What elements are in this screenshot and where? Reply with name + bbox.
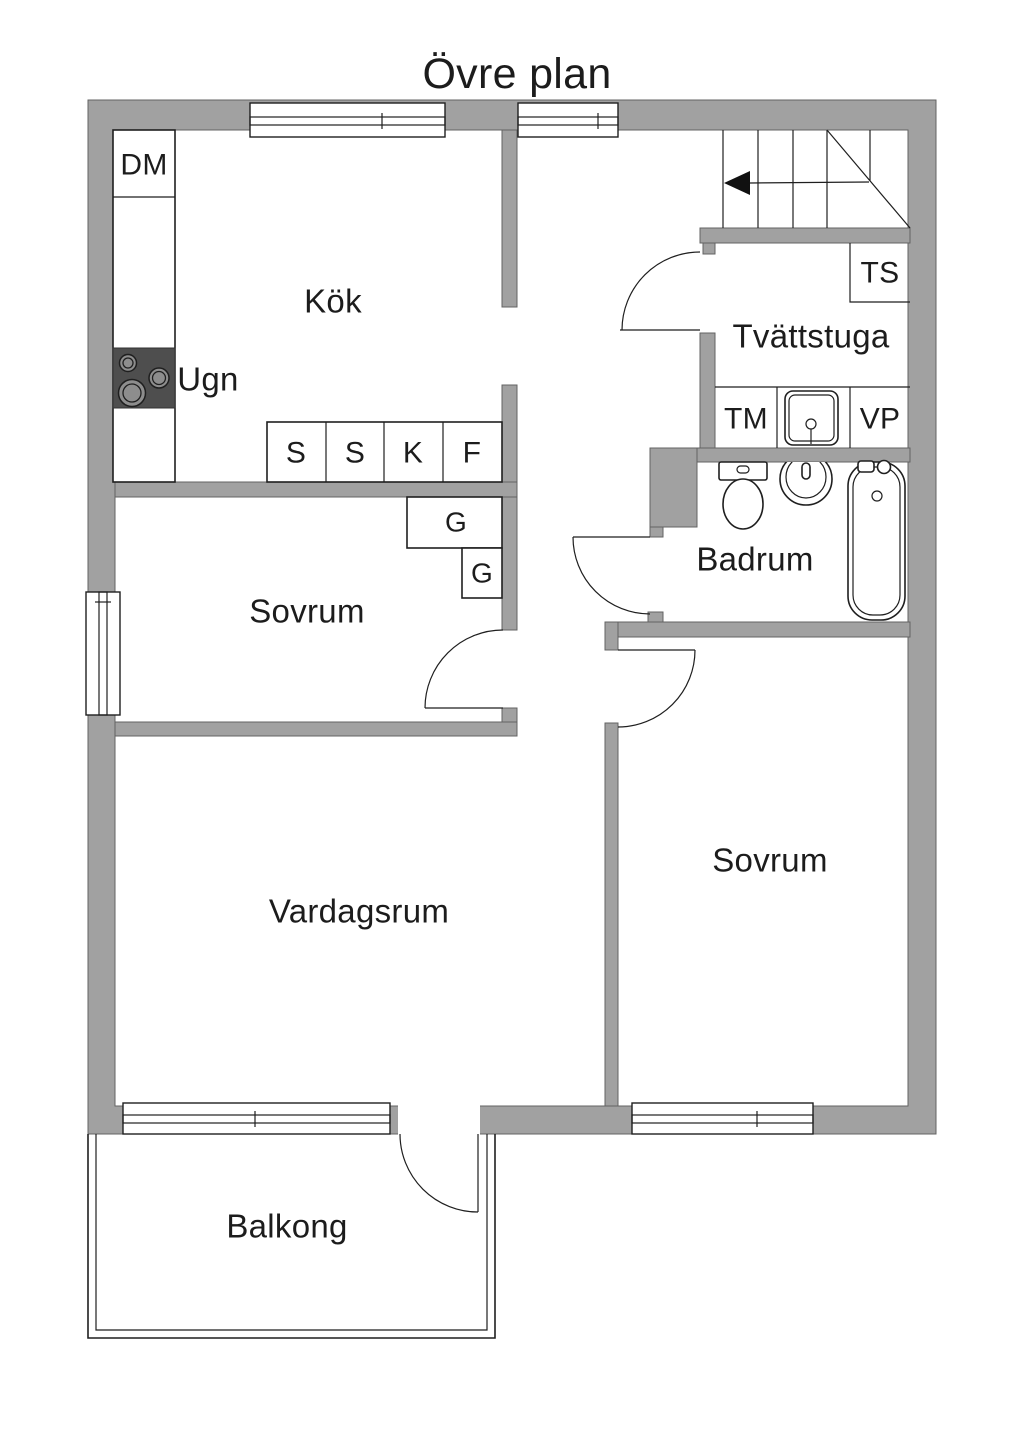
wall-bedroom2-corner	[604, 621, 619, 651]
bathtub	[847, 459, 906, 621]
bedroom2-window	[631, 1102, 814, 1135]
window-glass	[517, 116, 619, 126]
room-label-sovrum-1: Sovrum	[249, 593, 365, 630]
door-swing-arc	[424, 629, 504, 709]
wall-laundry-door-stub	[702, 242, 716, 255]
burner-ring	[122, 383, 142, 403]
bathtub-faucet	[876, 459, 892, 475]
livingroom-window	[122, 1102, 391, 1135]
window-glass	[122, 1114, 391, 1124]
room-label-balkong: Balkong	[226, 1208, 347, 1245]
landing-window	[517, 102, 619, 138]
door-swing-arc	[621, 251, 701, 331]
window-glass	[249, 116, 446, 126]
bathtub-mixer	[857, 460, 875, 473]
wall-bedroom1-right-upper	[501, 496, 518, 631]
bedroom2-door	[617, 649, 696, 728]
label-vp: VP	[860, 403, 901, 436]
label-cabinet-s1: S	[286, 437, 306, 470]
laundry-door	[620, 251, 701, 331]
window-frame	[85, 591, 121, 716]
bathtub-outer	[847, 461, 906, 621]
label-dishwasher: DM	[120, 149, 167, 182]
window-frame	[517, 102, 619, 138]
windows	[85, 102, 814, 1135]
wall-bedroom2-top	[604, 621, 911, 638]
window-glass	[98, 591, 108, 716]
bedroom1-window	[85, 591, 121, 716]
wardrobes	[406, 496, 503, 599]
stair-diagonal	[826, 129, 911, 229]
label-wardrobe-g2: G	[471, 558, 493, 589]
wall-room-divider	[604, 722, 619, 1107]
toilet-bowl	[722, 478, 764, 530]
balcony-door	[399, 1133, 479, 1213]
burner-ring	[151, 370, 167, 386]
window-frame	[122, 1102, 391, 1135]
stair-direction-arrow-icon	[724, 171, 750, 195]
window-frame	[631, 1102, 814, 1135]
room-label-sovrum-2: Sovrum	[712, 842, 828, 879]
door-swing-arc	[572, 536, 651, 615]
bathroom-sink	[779, 462, 833, 506]
door-swing-arc	[399, 1133, 479, 1213]
walls	[87, 99, 937, 1135]
balcony-railing	[87, 1134, 496, 1339]
bedroom1-door	[424, 629, 504, 709]
sink-tap	[801, 462, 811, 480]
wall-bathroom-shaft	[649, 447, 698, 528]
balcony-door-opening	[398, 1104, 480, 1136]
wall-hall-notch	[647, 611, 664, 624]
wall-laundry-left	[699, 332, 716, 449]
window-glass	[631, 1114, 814, 1124]
burner-ring	[122, 357, 134, 369]
burner	[118, 353, 138, 373]
door-swing-arc	[617, 649, 696, 728]
wall-kitchen-bottom	[114, 481, 518, 498]
kitchen-fixtures	[112, 129, 503, 483]
wall-kitchen-right-upper	[501, 129, 518, 308]
label-tm: TM	[724, 403, 768, 436]
kitchen-window	[249, 102, 446, 138]
bathtub-inner	[852, 466, 901, 616]
label-wardrobe-g1: G	[445, 507, 467, 538]
sink-outer	[779, 462, 833, 506]
bathroom-fixtures	[718, 459, 906, 621]
toilet	[718, 461, 768, 530]
room-label-kok: Kök	[304, 283, 362, 320]
bathtub-drain	[871, 490, 883, 502]
window-frame	[249, 102, 446, 138]
wall-bathroom-door-stub	[649, 526, 664, 538]
wardrobe-box-2	[461, 547, 503, 599]
stair-direction-line	[749, 181, 870, 184]
labels: Övre plan Kök Tvättstuga Badrum Sovrum S…	[120, 50, 900, 1245]
room-label-vardagsrum: Vardagsrum	[269, 893, 449, 930]
wall-below-stairs	[699, 227, 911, 244]
toilet-button	[736, 465, 750, 474]
staircase	[722, 129, 911, 229]
doors	[399, 251, 701, 1213]
ts-cabinet-outline	[849, 243, 910, 303]
toilet-tank	[718, 461, 768, 481]
wall-bedroom1-bottom	[114, 721, 518, 737]
laundry-fixtures	[715, 243, 910, 448]
room-label-tvattstuga: Tvättstuga	[732, 318, 889, 355]
room-label-badrum: Badrum	[696, 541, 813, 578]
balcony-rail-outer	[87, 1134, 496, 1339]
sink-basin	[785, 462, 827, 499]
label-cabinet-s2: S	[345, 437, 365, 470]
exterior-wall-frame	[87, 99, 937, 1135]
label-cabinet-f: F	[463, 437, 482, 470]
plan-title: Övre plan	[422, 50, 611, 98]
label-cabinet-k: K	[403, 437, 423, 470]
wall-kitchen-right-lower	[501, 384, 518, 498]
balcony-rail-inner	[95, 1134, 488, 1331]
laundry-sink	[784, 390, 839, 446]
wardrobe-box-1	[406, 496, 503, 549]
label-oven: Ugn	[177, 361, 238, 398]
label-ts: TS	[861, 257, 900, 290]
bathroom-door	[572, 536, 651, 615]
kitchen-counter	[112, 129, 176, 483]
